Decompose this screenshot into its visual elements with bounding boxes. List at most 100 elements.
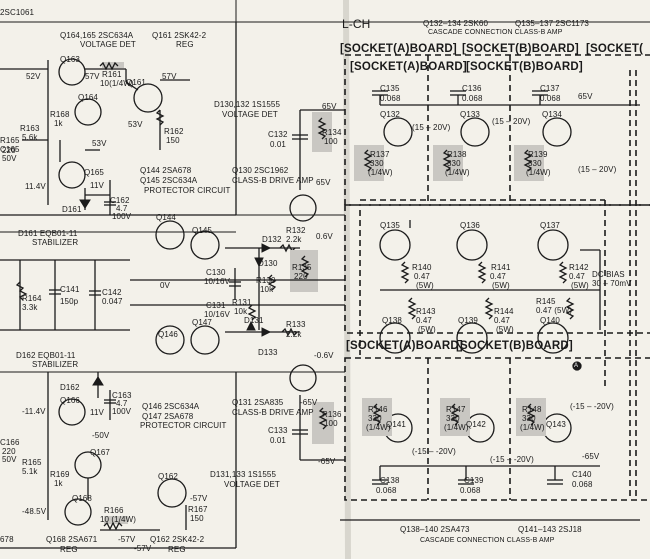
v57n3-label: -57V <box>134 544 152 553</box>
q167-label: Q167 <box>90 448 110 457</box>
r145-value: 0.47 (5W) <box>536 306 573 315</box>
reg-2: REG <box>168 545 186 554</box>
r130-label: R130 <box>256 276 276 285</box>
r144-value: 0.47 <box>494 316 510 325</box>
q138-label: Q138 <box>382 316 402 325</box>
range-6: (-15 – -20V) <box>490 455 534 464</box>
q143-label: Q143 <box>546 420 566 429</box>
r141-value: 0.47 <box>490 272 506 281</box>
r137-label: R137 <box>370 150 390 159</box>
vdet-1: VOLTAGE DET <box>222 110 278 119</box>
c140-label: C140 <box>572 470 592 479</box>
c142-value: 0.047 <box>102 297 123 306</box>
v114-label: 11.4V <box>25 182 46 191</box>
d133-label: D133 <box>258 348 278 357</box>
r136-value: 100 <box>324 419 338 428</box>
dc-bias-label: DC BIAS <box>592 270 625 279</box>
q130-part: Q130 2SC1962 <box>232 166 289 175</box>
c163-value: 4.7 <box>116 399 128 408</box>
socket-a-lower: [SOCKET(A)BOARD] <box>346 340 463 352</box>
stabilizer-2: STABILIZER <box>32 360 79 369</box>
v57n-label: -57V <box>190 494 208 503</box>
c131-label: C131 <box>206 301 226 310</box>
c139-label: C139 <box>464 476 484 485</box>
r137-value: 330 <box>370 159 384 168</box>
q1061-label: 2SC1061 <box>0 8 35 17</box>
r164-value: 3.3k <box>22 303 38 312</box>
r143-value: 0.47 <box>416 316 432 325</box>
q165-label: Q165 <box>84 168 104 177</box>
q130-transistor <box>289 194 317 222</box>
q168-label: Q168 <box>72 494 92 503</box>
q147-ref: Q147 <box>192 318 212 327</box>
r168-label: R168 <box>50 110 70 119</box>
c131-value: 10/16V <box>204 310 230 319</box>
r138-label: R138 <box>447 150 467 159</box>
v06n-label: -0.6V <box>314 351 334 360</box>
q132-label: Q132 <box>380 110 400 119</box>
r165b-label: R165 <box>22 458 42 467</box>
v65n-right: -65V <box>582 452 600 461</box>
v57n2-label: -57V <box>118 535 136 544</box>
c166-value: 220 <box>2 447 16 456</box>
d161-part: D161 EQB01-11 <box>18 229 78 238</box>
protector-2: PROTECTOR CIRCUIT <box>140 421 227 430</box>
r166-value: 10 (1/4W) <box>100 515 137 524</box>
r148-power: (1/4W) <box>520 423 545 432</box>
range-1: (15 – 20V) <box>412 123 451 132</box>
r140-power: (5W) <box>416 281 434 290</box>
r143-power: (5W) <box>418 325 436 334</box>
d161-label: D161 <box>62 205 82 214</box>
c132-label: C132 <box>268 130 288 139</box>
c135-value: 0.068 <box>380 94 401 103</box>
r143-label: R143 <box>416 307 436 316</box>
r167-value: 150 <box>190 514 204 523</box>
q144-part: Q144 2SA678 <box>140 166 192 175</box>
v65b-label: 65V <box>316 178 331 187</box>
q140-label: Q140 <box>540 316 560 325</box>
q134-fet <box>542 117 572 147</box>
stabilizer-1: STABILIZER <box>32 238 79 247</box>
q141-label: Q141 <box>386 420 406 429</box>
c136-label: C136 <box>462 84 482 93</box>
q146-part: Q146 2SC634A <box>142 402 200 411</box>
v53v-label: 53V <box>92 139 107 148</box>
v0-label: 0V <box>160 281 170 290</box>
q133-fet <box>460 117 490 147</box>
c162-label: C162 <box>110 196 130 205</box>
range-3: (15 – 20V) <box>578 165 617 174</box>
c162-voltage: 100V <box>112 212 132 221</box>
q135-label: Q135 <box>380 221 400 230</box>
reg-label: REG <box>176 40 194 49</box>
d130-132-label: D130,132 1S1555 <box>214 100 280 109</box>
socket-a-top: [SOCKET(A)BOARD] <box>340 43 457 55</box>
r132-label: R132 <box>286 226 306 235</box>
r147-value: 330 <box>446 414 460 423</box>
v114n-label: -11.4V <box>22 407 46 416</box>
c138-label: C138 <box>380 476 400 485</box>
point-a-label: A <box>574 363 579 369</box>
r134-label: R134 <box>322 128 342 137</box>
q132-fet <box>383 117 413 147</box>
d131-133-label: D131,133 1S1555 <box>210 470 276 479</box>
q144-ref: Q144 <box>156 213 176 222</box>
q141-143-label: Q141–143 2SJ18 <box>518 525 582 534</box>
r148-value: 330 <box>522 414 536 423</box>
r137-power: (1/4W) <box>368 168 393 177</box>
r138-value: 330 <box>447 159 461 168</box>
r139-label: R139 <box>528 150 548 159</box>
d132-label: D132 <box>262 235 282 244</box>
r145-label: R145 <box>536 297 556 306</box>
c133-value: 0.01 <box>270 436 286 445</box>
r165b-value: 5.1k <box>22 467 38 476</box>
c141-value: 150p <box>60 297 79 306</box>
v485n-label: -48.5V <box>22 507 47 516</box>
c138-value: 0.068 <box>376 486 397 495</box>
v57b-label: 57V <box>162 72 177 81</box>
d162-part: D162 EQB01-11 <box>16 351 76 360</box>
v57a-label: 57V <box>85 72 100 81</box>
q164-label: Q164 <box>78 93 98 102</box>
c136-value: 0.068 <box>462 94 483 103</box>
socket-b-lower: [SOCKET(B)BOARD] <box>456 340 573 352</box>
r169-label: R169 <box>50 470 70 479</box>
